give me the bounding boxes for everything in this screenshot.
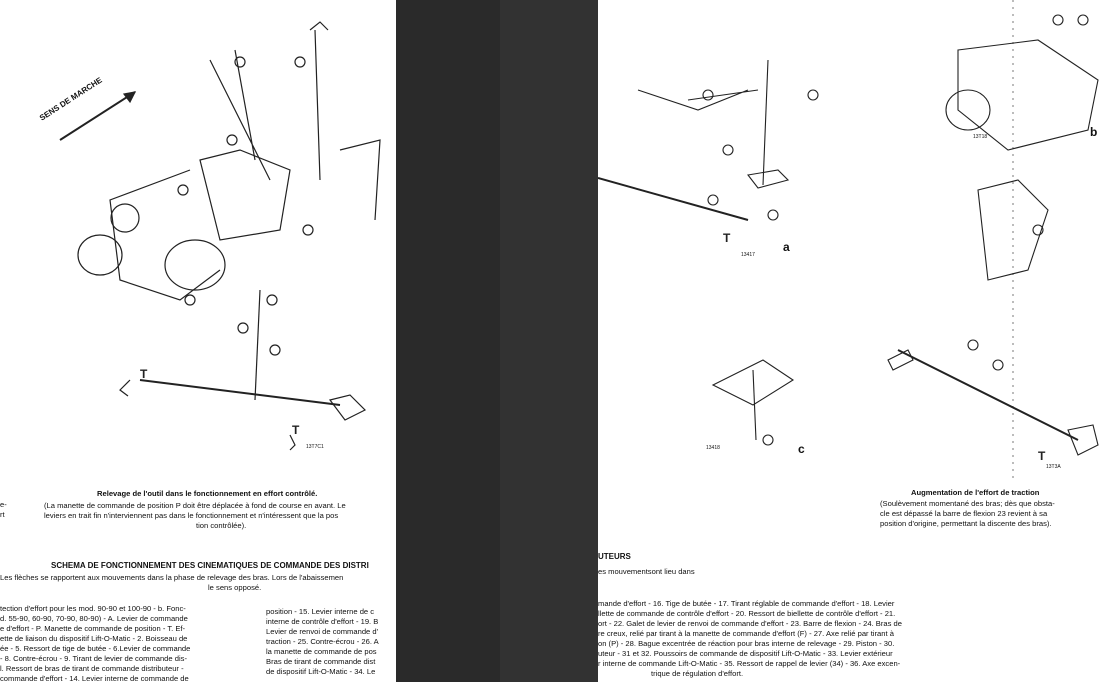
page-gutter <box>396 0 500 682</box>
legend-line: l. Ressort de bras de tirant de commande… <box>0 664 184 673</box>
legend-line: commande d'effort - 14. Levier interne d… <box>0 674 189 682</box>
svg-text:T: T <box>140 367 148 381</box>
caption-line: (Soulèvement momentané des bras; dès que… <box>880 499 1055 508</box>
caption-line: position d'origine, permettant la discen… <box>880 519 1052 528</box>
legend-line: e d'effort - P. Manette de commande de p… <box>0 624 186 633</box>
legend-line: on (P) - 28. Bague excentrée de réaction… <box>598 639 895 648</box>
legend-line: traction - 25. Contre-écrou - 26. A <box>266 637 379 646</box>
hydraulic-lift-diagram: T T <box>59 21 381 451</box>
caption-title: Relevage de l'outil dans le fonctionneme… <box>97 489 318 498</box>
figure-ref: 13418 <box>706 445 720 451</box>
figure-ref: 13T18 <box>973 134 988 140</box>
caption-line: cle est dépassé la barre de flexion 23 r… <box>880 509 1048 518</box>
page-gutter <box>500 0 598 682</box>
figure-ref: 13417 <box>741 252 755 258</box>
legend-line: mande d'effort - 16. Tige de butée - 17.… <box>598 599 895 608</box>
svg-text:T: T <box>723 231 731 245</box>
lift-detail-diagrams: T T <box>598 0 1099 480</box>
legend-line: position - 15. Levier interne de c <box>266 607 375 616</box>
margin-fragment: rt <box>0 510 5 519</box>
legend-line: ée - 5. Ressort de tige de butée - 6.Lev… <box>0 644 191 653</box>
legend-line: uteur - 31 et 32. Poussoirs de commande … <box>598 649 893 658</box>
legend-line: la manette de commande de pos <box>266 647 377 656</box>
figure-ref: 13T7C1 <box>306 444 324 450</box>
legend-line: Bras de tirant de commande dist <box>266 657 376 666</box>
figure-label-b: b <box>1090 125 1098 139</box>
legend-line: ette de liaison du dispositif Lift-O-Mat… <box>0 634 188 643</box>
caption-line: (La manette de commande de position P do… <box>44 501 346 510</box>
section-intro: le sens opposé. <box>208 583 262 592</box>
legend-line: de dispositif Lift-O-Matic - 34. Le <box>266 667 376 676</box>
legend-line: r interne de commande Lift-O-Matic - 35.… <box>598 659 901 668</box>
margin-fragment: e- <box>0 500 7 509</box>
svg-text:T: T <box>1038 449 1046 463</box>
figure-label-a: a <box>783 240 790 254</box>
legend-line: ort - 22. Galet de levier de renvoi de c… <box>598 619 902 628</box>
legend-line: Levier de renvoi de commande d' <box>266 627 379 636</box>
legend-line: tection d'effort pour les mod. 90-90 et … <box>0 604 186 613</box>
caption-line: leviers en trait fin n'interviennent pas… <box>44 511 339 520</box>
figure-ref: 13T3A <box>1046 464 1061 470</box>
section-title: SCHEMA DE FONCTIONNEMENT DES CINEMATIQUE… <box>51 561 369 570</box>
legend-line: llette de commande de contrôle d'effort … <box>598 609 896 618</box>
section-intro-fragment: es mouvementsont lieu dans <box>598 567 695 576</box>
svg-text:T: T <box>292 423 300 437</box>
section-intro: Les flèches se rapportent aux mouvements… <box>0 573 344 582</box>
legend-line: interne de contrôle d'effort - 19. B <box>266 617 379 626</box>
legend-line: trique de régulation d'effort. <box>651 669 744 678</box>
legend-line: - 8. Contre-écrou - 9. Tirant de levier … <box>0 654 187 663</box>
legend-line: d. 55-90, 60-90, 70-90, 80-90) - A. Levi… <box>0 614 188 623</box>
right-page: T T a b c 13417 13T18 13418 13T3A Augmen… <box>598 0 1103 682</box>
caption-line: tion contrôlée). <box>196 521 247 530</box>
figure-label-c: c <box>798 442 805 456</box>
left-page: T T SENS DE MARCHE 13T7C1 e- rt Relevage… <box>0 0 396 682</box>
caption-title: Augmentation de l'effort de traction <box>911 488 1040 497</box>
section-title-fragment: UTEURS <box>598 552 631 561</box>
legend-line: re creux, relié par tirant à la manette … <box>598 629 894 638</box>
